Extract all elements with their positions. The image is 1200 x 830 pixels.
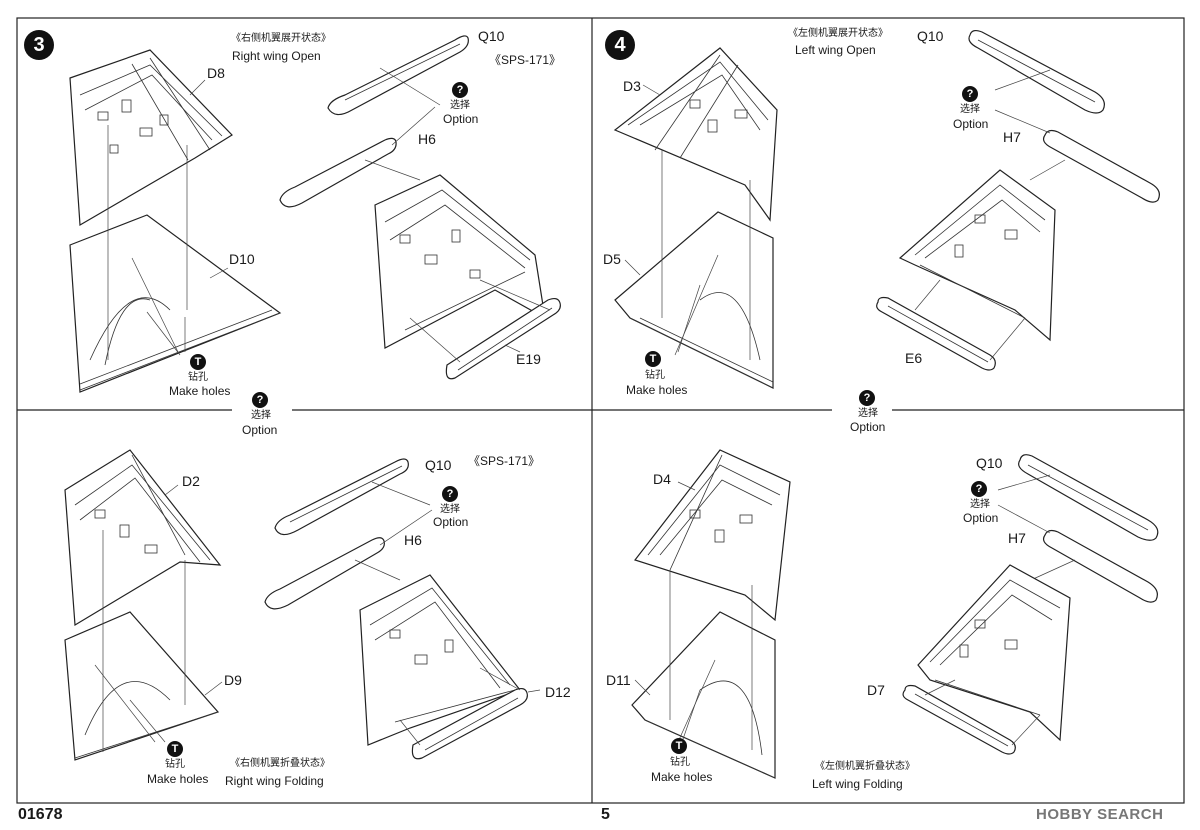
p4f-caption-en: Left wing Folding <box>812 777 903 791</box>
p3f-wing-right-shape <box>359 574 521 746</box>
p4f-d7-strip-shape <box>902 684 1016 755</box>
p4f-question-icon: ? <box>971 481 987 497</box>
p3-holes-en: Make holes <box>169 384 231 398</box>
p3f-caption-cn: 《右侧机翼折叠状态》 <box>230 758 330 769</box>
p4f-q10-label: Q10 <box>976 455 1003 471</box>
mid-right-option-cn: 选择 <box>858 408 878 419</box>
p4-q10-tank-shape <box>968 29 1105 114</box>
step-number-3: 3 <box>24 30 54 60</box>
p4-holes-cn: 钻孔 <box>645 370 665 381</box>
p4f-holes-en: Make holes <box>651 770 713 784</box>
p3-e19-label: E19 <box>516 351 541 367</box>
p4-holes-en: Make holes <box>626 383 688 397</box>
p4-wing-bottom-shape <box>614 211 774 389</box>
p4f-d4-label: D4 <box>653 471 671 487</box>
p4f-drill-icon: T <box>671 738 687 754</box>
p3f-q10-label: Q10 <box>425 457 452 473</box>
p4-e6-strip-shape <box>876 296 996 371</box>
p3f-caption-en: Right wing Folding <box>225 774 324 788</box>
p4-d5-label: D5 <box>603 251 621 267</box>
p3-caption-cn: 《右侧机翼展开状态》 <box>231 33 331 44</box>
p4-e6-label: E6 <box>905 350 923 366</box>
p4-drill-icon: T <box>645 351 661 367</box>
p3-question-icon: ? <box>452 82 468 98</box>
page-number: 5 <box>601 806 610 823</box>
p3-d8-label: D8 <box>207 65 225 81</box>
p3-q10-label: Q10 <box>478 28 505 44</box>
p4f-h7-pylon-shape <box>1042 529 1158 603</box>
step-number-4: 4 <box>605 30 635 60</box>
p4-caption-en: Left wing Open <box>795 43 876 57</box>
p4f-wing-right-shape <box>917 564 1071 742</box>
p3f-drill-icon: T <box>167 741 183 757</box>
p4-question-icon: ? <box>962 86 978 102</box>
p3f-holes-cn: 钻孔 <box>165 759 185 770</box>
p3f-option-cn: 选择 <box>440 504 460 515</box>
p3-holes-cn: 钻孔 <box>188 372 208 383</box>
p3-h6-pylon-shape <box>279 137 397 208</box>
p3-h6-label: H6 <box>418 131 436 147</box>
p4-d3-label: D3 <box>623 78 641 94</box>
p4-h7-label: H7 <box>1003 129 1021 145</box>
p3-caption-en: Right wing Open <box>232 49 321 63</box>
p4f-d11-label: D11 <box>606 672 631 688</box>
p3f-d12-strip-shape <box>411 687 528 760</box>
p4f-h7-label: H7 <box>1008 530 1026 546</box>
p3f-question-icon: ? <box>442 486 458 502</box>
product-code: 01678 <box>18 806 63 823</box>
p4f-wing-top-shape <box>634 449 791 622</box>
p3f-d2-label: D2 <box>182 473 200 489</box>
p4f-caption-cn: 《左侧机翼折叠状态》 <box>815 761 915 772</box>
p3-e19-strip-shape <box>445 297 561 380</box>
p4-option-en: Option <box>953 117 989 131</box>
p4-q10-label: Q10 <box>917 28 944 44</box>
p4-option-cn: 选择 <box>960 104 980 115</box>
mid-left-question-icon: ? <box>252 392 268 408</box>
p3-option-en: Option <box>443 112 479 126</box>
p4f-wing-bottom-shape <box>631 611 776 779</box>
p4-wing-right-shape <box>898 169 1056 342</box>
p4-wing-top-shape <box>613 47 778 222</box>
mid-left-option-cn: 选择 <box>251 410 271 421</box>
p3f-holes-en: Make holes <box>147 772 209 786</box>
p3f-h6-pylon-shape <box>264 537 385 610</box>
p3f-option-en: Option <box>433 515 469 529</box>
p4-caption-cn: 《左侧机翼展开状态》 <box>788 28 888 39</box>
p4-h7-pylon-shape <box>1042 129 1160 203</box>
p3f-d9-label: D9 <box>224 672 242 688</box>
p4f-d7-label: D7 <box>867 682 885 698</box>
p3-option-cn: 选择 <box>450 100 470 111</box>
p3-d10-label: D10 <box>229 251 255 267</box>
p3-wing-bottom-shape <box>69 214 282 393</box>
p4f-option-en: Option <box>963 511 999 525</box>
p3f-q10-tank-shape <box>274 458 409 536</box>
mid-left-option-en: Option <box>242 423 278 437</box>
mid-right-question-icon: ? <box>859 390 875 406</box>
p3f-wing-top-shape <box>64 449 222 627</box>
p4f-option-cn: 选择 <box>970 499 990 510</box>
p3f-wing-bottom-shape <box>64 611 220 761</box>
p4f-holes-cn: 钻孔 <box>670 757 690 768</box>
p3-q10-tank-shape <box>327 35 469 116</box>
p3-sps-label: 《SPS-171》 <box>489 53 562 67</box>
p3-drill-icon: T <box>190 354 206 370</box>
mid-right-option-en: Option <box>850 420 886 434</box>
p3f-h6-label: H6 <box>404 532 422 548</box>
watermark: HOBBY SEARCH <box>1036 806 1164 823</box>
p3-wing-right-shape <box>374 174 546 349</box>
p3f-d12-label: D12 <box>545 684 571 700</box>
p3f-sps-label: 《SPS-171》 <box>468 454 541 468</box>
